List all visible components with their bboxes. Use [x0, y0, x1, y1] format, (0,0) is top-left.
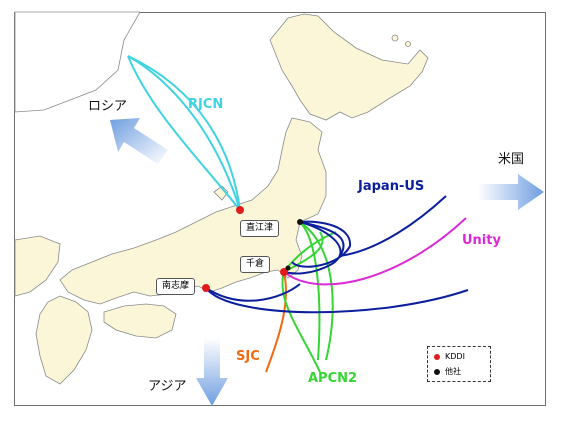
cable-japan-us	[205, 195, 469, 314]
marker-minamishima	[202, 284, 210, 292]
cable-sjc	[265, 271, 287, 373]
label-sjc: SJC	[236, 349, 260, 364]
cable-rjcn	[127, 55, 241, 211]
cable-apcn2	[281, 221, 337, 373]
marker-other-chikura	[285, 265, 291, 271]
label-japan-us: Japan-US	[357, 179, 424, 194]
cable-unity	[283, 217, 467, 286]
kyushu	[35, 295, 93, 385]
marker-other-ibaraki	[297, 219, 303, 225]
label-usa: 米国	[498, 152, 524, 167]
marker-naoetsu	[236, 206, 244, 214]
black-dot-icon	[434, 368, 440, 375]
station-chikura: 千倉	[240, 256, 271, 273]
arrow-russia	[110, 118, 168, 164]
station-naoetsu: 直江津	[240, 220, 280, 237]
arrow-asia	[196, 338, 228, 406]
legend-other: 他社	[434, 366, 461, 377]
shikoku	[103, 303, 177, 339]
arrow-usa	[478, 174, 544, 210]
legend-kddi: KDDI	[434, 352, 465, 361]
legend-other-label: 他社	[445, 367, 461, 376]
land	[14, 11, 429, 385]
marker-chikura	[280, 268, 288, 276]
label-russia: ロシア	[88, 99, 127, 114]
label-apcn2: APCN2	[308, 371, 357, 386]
red-dot-icon	[434, 353, 440, 360]
sado	[213, 185, 229, 201]
continent	[14, 235, 61, 297]
honshu	[59, 117, 327, 305]
station-minamishima: 南志摩	[156, 278, 196, 295]
label-unity: Unity	[462, 233, 501, 248]
label-rjcn: RJCN	[188, 97, 223, 112]
continent-top	[14, 11, 141, 113]
legend-kddi-label: KDDI	[445, 352, 465, 361]
legend: KDDI 他社	[427, 346, 491, 382]
label-asia: アジア	[148, 379, 186, 394]
hokkaido	[269, 13, 429, 121]
